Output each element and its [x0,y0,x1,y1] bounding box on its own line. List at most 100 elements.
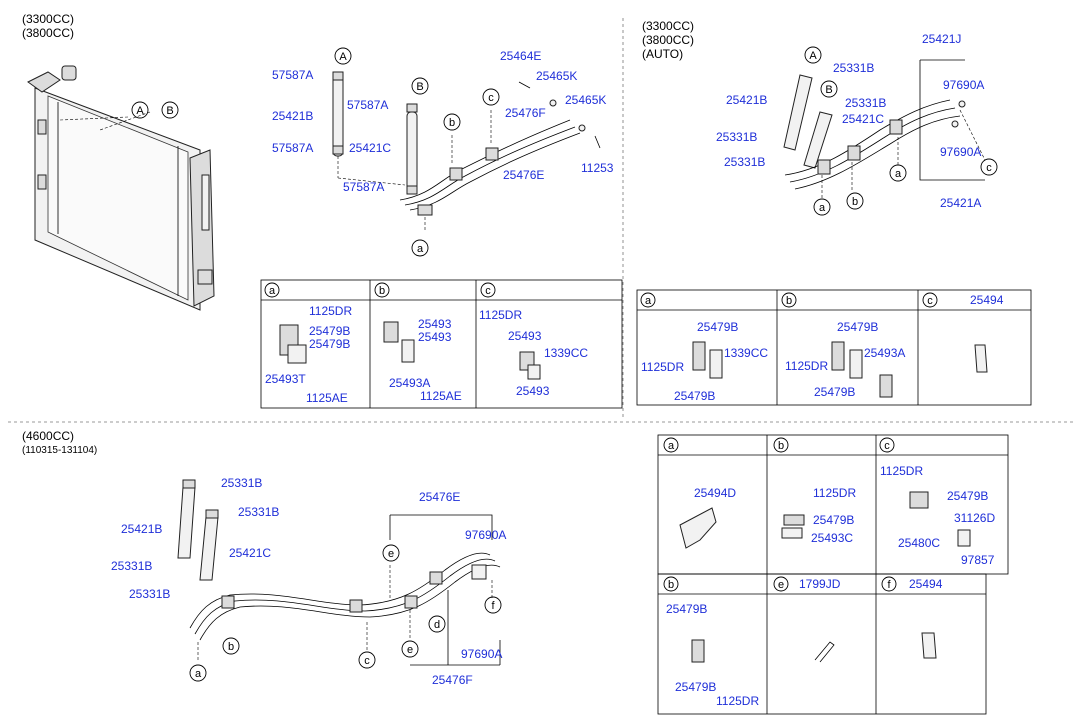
part-1125DR[interactable]: 1125DR [716,694,759,708]
callout-b[interactable]: b [846,192,864,210]
part-57587A[interactable]: 57587A [343,180,384,194]
callout-a[interactable]: a [640,292,656,308]
callout-c[interactable]: c [358,651,376,669]
part-25331B[interactable]: 25331B [724,155,765,169]
part-1125DR[interactable]: 1125DR [479,308,522,322]
part-97690A[interactable]: 97690A [461,647,502,661]
part-25331B[interactable]: 25331B [833,61,874,75]
callout-a[interactable]: a [889,164,907,182]
callout-f[interactable]: f [484,596,502,614]
callout-e[interactable]: e [401,640,419,658]
part-25494D[interactable]: 25494D [694,486,736,500]
part-25479B[interactable]: 25479B [697,320,738,334]
part-25493[interactable]: 25493 [418,330,452,344]
part-25476F[interactable]: 25476F [505,106,546,120]
part-11253[interactable]: 11253 [581,161,614,175]
part-25494[interactable]: 25494 [970,293,1004,307]
part-25331B[interactable]: 25331B [716,130,757,144]
part-25465K[interactable]: 25465K [565,93,606,107]
part-25479B[interactable]: 25479B [837,320,878,334]
part-1799JD[interactable]: 1799JD [799,577,841,591]
part-25479B[interactable]: 25479B [666,602,707,616]
part-25421A[interactable]: 25421A [940,196,981,210]
part-25476E[interactable]: 25476E [503,168,544,182]
callout-b[interactable]: b [663,576,679,592]
part-25479B[interactable]: 25479B [674,389,715,403]
callout-a[interactable]: a [663,437,679,453]
part-25331B[interactable]: 25331B [221,476,262,490]
part-25421C[interactable]: 25421C [842,112,884,126]
callout-a[interactable]: a [264,282,280,298]
callout-a[interactable]: a [189,664,207,682]
part-97690A[interactable]: 97690A [940,145,981,159]
part-25421C[interactable]: 25421C [229,546,271,560]
part-25476E[interactable]: 25476E [419,490,460,504]
callout-A[interactable]: A [131,101,149,119]
callout-a[interactable]: a [813,198,831,216]
part-1125DR[interactable]: 1125DR [785,359,828,373]
part-25494[interactable]: 25494 [909,577,943,591]
part-25493A[interactable]: 25493A [864,346,905,360]
part-25465K[interactable]: 25465K [536,69,577,83]
part-1125DR[interactable]: 1125DR [813,486,856,500]
part-97690A[interactable]: 97690A [943,78,984,92]
part-25493[interactable]: 25493 [508,329,542,343]
part-25331B[interactable]: 25331B [238,505,279,519]
part-25421B[interactable]: 25421B [272,109,313,123]
part-25479B[interactable]: 25479B [814,385,855,399]
part-25421J[interactable]: 25421J [922,32,961,46]
part-25479B[interactable]: 25479B [675,680,716,694]
part-25479B[interactable]: 25479B [309,337,350,351]
callout-b[interactable]: b [443,113,461,131]
callout-f[interactable]: f [881,576,897,592]
callout-B[interactable]: B [411,77,429,95]
callout-c[interactable]: c [980,158,998,176]
part-1125AE[interactable]: 1125AE [420,389,462,403]
callout-c[interactable]: c [482,88,500,106]
part-1339CC[interactable]: 1339CC [544,346,588,360]
part-57587A[interactable]: 57587A [347,98,388,112]
part-1125DR[interactable]: 1125DR [641,360,684,374]
callout-B[interactable]: B [820,80,838,98]
part-25480C[interactable]: 25480C [898,536,940,550]
part-25493C[interactable]: 25493C [811,531,853,545]
callout-c[interactable]: c [480,282,496,298]
callout-b[interactable]: b [222,637,240,655]
part-25493T[interactable]: 25493T [265,372,306,386]
callout-A[interactable]: A [334,47,352,65]
part-25464E[interactable]: 25464E [500,49,541,63]
part-1125DR[interactable]: 1125DR [880,464,923,478]
part-25331B[interactable]: 25331B [845,96,886,110]
part-25479B[interactable]: 25479B [309,324,350,338]
callout-a[interactable]: a [411,239,429,257]
part-25421B[interactable]: 25421B [726,93,767,107]
part-25421B[interactable]: 25421B [121,522,162,536]
part-25493[interactable]: 25493 [418,317,452,331]
callout-b[interactable]: b [374,282,390,298]
part-31126D[interactable]: 31126D [954,511,995,525]
part-57587A[interactable]: 57587A [272,68,313,82]
part-25476F[interactable]: 25476F [432,673,473,687]
part-25493[interactable]: 25493 [516,384,550,398]
callout-B[interactable]: B [161,101,179,119]
part-25493A[interactable]: 25493A [389,376,430,390]
part-25479B[interactable]: 25479B [813,513,854,527]
part-97857[interactable]: 97857 [961,553,995,567]
callout-b[interactable]: b [773,437,789,453]
callout-c[interactable]: c [879,437,895,453]
part-25331B[interactable]: 25331B [111,559,152,573]
callout-b[interactable]: b [781,292,797,308]
part-25479B[interactable]: 25479B [947,489,988,503]
callout-d[interactable]: d [428,615,446,633]
part-57587A[interactable]: 57587A [272,141,313,155]
part-1125AE[interactable]: 1125AE [306,391,348,405]
callout-A[interactable]: A [804,46,822,64]
callout-e[interactable]: e [382,544,400,562]
callout-e[interactable]: e [773,576,789,592]
part-1339CC[interactable]: 1339CC [724,346,768,360]
part-97690A[interactable]: 97690A [465,528,506,542]
part-25331B[interactable]: 25331B [129,587,170,601]
part-1125DR[interactable]: 1125DR [309,304,352,318]
part-25421C[interactable]: 25421C [349,141,391,155]
callout-c[interactable]: c [922,292,938,308]
